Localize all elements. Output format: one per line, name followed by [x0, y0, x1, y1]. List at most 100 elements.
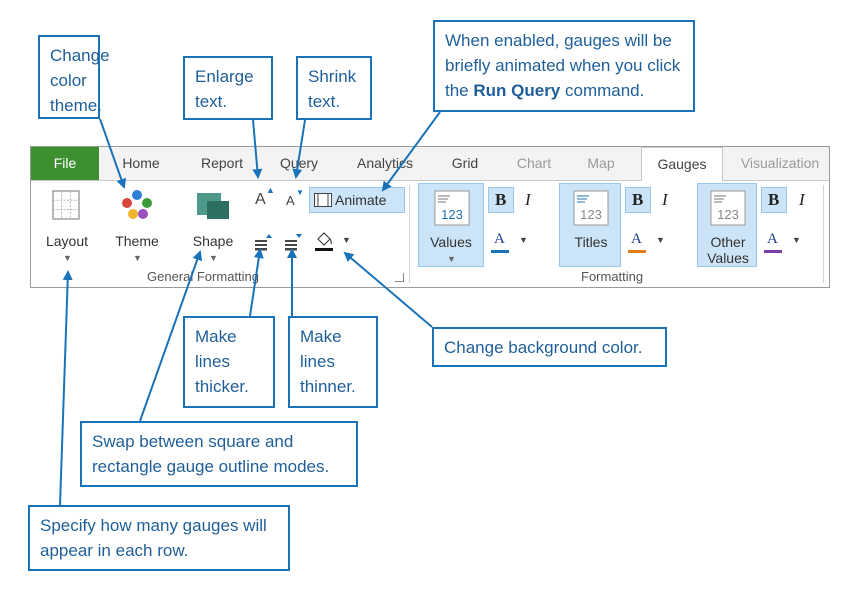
tab-analytics[interactable]: Analytics	[356, 155, 414, 171]
color-theme-icon	[122, 190, 152, 219]
callout-shrink-text: Shrink text.	[296, 56, 372, 120]
callout-change-color-theme: Change color theme.	[38, 35, 110, 119]
other-values-bold-glyph: B	[768, 190, 780, 209]
callout-text: Specify how many gauges will appear in e…	[40, 516, 267, 560]
chevron-down-icon: ▼	[63, 253, 72, 263]
tab-map[interactable]: Map	[587, 155, 615, 171]
number-format-icon: 123	[710, 190, 746, 226]
font-color-icon: A	[494, 231, 505, 247]
arrow-layout	[59, 270, 73, 506]
tab-chart[interactable]: Chart	[516, 155, 552, 171]
line-thinner-icon	[285, 234, 302, 251]
font-color-icon: A	[631, 231, 642, 247]
values-label: Values	[430, 234, 472, 250]
titles-bold-glyph: B	[632, 190, 644, 209]
formatting-group-label: Formatting	[581, 269, 644, 284]
theme-button[interactable]: Theme ▼	[105, 183, 169, 269]
caret-up-icon: ▲	[266, 185, 275, 195]
general-formatting-group-label: General Formatting	[147, 269, 259, 284]
other-values-font-color-button[interactable]: A ▼	[764, 231, 812, 255]
tab-home[interactable]: Home	[122, 155, 160, 171]
callout-animate: When enabled, gauges will be briefly ani…	[433, 20, 695, 112]
values-bold-button[interactable]	[488, 187, 514, 213]
titles-font-color-button[interactable]: A ▼	[628, 231, 676, 255]
icon-number-text: 123	[441, 207, 463, 222]
callout-text: When enabled, gauges will be briefly ani…	[445, 31, 681, 100]
tab-report[interactable]: Report	[200, 155, 244, 171]
paint-bucket-icon	[315, 232, 333, 251]
background-color-button[interactable]: ▼	[313, 229, 355, 255]
titles-italic-button[interactable]: I	[662, 190, 668, 209]
tab-visualization[interactable]: Visualization	[740, 155, 820, 171]
font-color-underline	[628, 250, 646, 253]
layout-grid-icon	[52, 190, 80, 220]
values-bold-glyph: B	[495, 190, 507, 209]
other-values-italic-button[interactable]: I	[799, 190, 805, 209]
callout-text: Enlarge text.	[195, 67, 254, 111]
chevron-down-icon: ▼	[792, 235, 801, 245]
callout-text: Swap between square and rectangle gauge …	[92, 432, 330, 476]
icon-number-text: 123	[580, 207, 602, 222]
chevron-down-icon: ▼	[656, 235, 665, 245]
callout-layout: Specify how many gauges will appear in e…	[28, 505, 290, 571]
enlarge-text-button[interactable]: A ▲	[255, 185, 279, 215]
other-values-label: Other Values	[707, 234, 749, 266]
callout-make-lines-thinner: Make lines thinner.	[288, 316, 378, 408]
callout-bold-text: Run Query	[473, 81, 561, 100]
film-icon	[314, 193, 332, 207]
callout-text: command.	[560, 81, 645, 100]
animate-label: Animate	[335, 192, 387, 208]
number-format-icon: 123	[573, 190, 609, 226]
font-color-underline	[491, 250, 509, 253]
ribbon-body: Layout ▼ Theme ▼ Shape ▼	[31, 181, 829, 287]
font-color-icon: A	[767, 231, 778, 247]
other-values-bold-button[interactable]	[761, 187, 787, 213]
theme-label: Theme	[115, 233, 159, 249]
group-divider	[409, 185, 410, 283]
chevron-down-icon: ▼	[519, 235, 528, 245]
font-color-underline	[764, 250, 782, 253]
shape-label: Shape	[192, 233, 234, 249]
ribbon-tab-bar: File Home Report Query Analytics Grid Ch…	[31, 147, 829, 181]
callout-text: Change color theme.	[50, 46, 110, 115]
layout-label: Layout	[45, 233, 89, 249]
gauge-shape-icon	[197, 193, 229, 219]
values-font-color-button[interactable]: A ▼	[491, 231, 539, 255]
thicker-lines-button[interactable]	[253, 233, 273, 253]
thinner-lines-button[interactable]	[283, 233, 303, 253]
chevron-down-icon: ▼	[209, 253, 218, 263]
titles-button[interactable]: 123 Titles	[559, 183, 621, 267]
callout-text: Shrink text.	[308, 67, 357, 111]
tab-file[interactable]: File	[31, 147, 99, 180]
shrink-text-glyph: A	[286, 193, 295, 208]
tab-query[interactable]: Query	[279, 155, 319, 171]
shape-button[interactable]: Shape ▼	[181, 183, 245, 269]
values-italic-button[interactable]: I	[525, 190, 531, 209]
number-format-icon: 123	[434, 190, 470, 226]
caret-down-icon: ▼	[296, 188, 304, 197]
tab-grid[interactable]: Grid	[451, 155, 479, 171]
line-thicker-icon	[255, 234, 272, 251]
group-divider	[823, 185, 824, 283]
callout-text: Make lines thinner.	[300, 327, 356, 396]
titles-bold-button[interactable]	[625, 187, 651, 213]
values-button[interactable]: 123 Values ▼	[418, 183, 484, 267]
callout-enlarge-text: Enlarge text.	[183, 56, 273, 120]
callout-make-lines-thicker: Make lines thicker.	[183, 316, 275, 408]
callout-text: Change background color.	[444, 338, 643, 357]
titles-label: Titles	[574, 234, 608, 250]
shrink-text-button[interactable]: A ▼	[286, 188, 308, 217]
animate-toggle[interactable]: Animate	[309, 187, 405, 213]
chevron-down-icon: ▼	[133, 253, 142, 263]
other-values-button[interactable]: 123 Other Values	[697, 183, 757, 267]
dialog-launcher-icon[interactable]	[395, 273, 404, 282]
ribbon: File Home Report Query Analytics Grid Ch…	[30, 146, 830, 288]
chevron-down-icon: ▼	[447, 254, 456, 264]
enlarge-text-glyph: A	[255, 191, 266, 208]
callout-text: Make lines thicker.	[195, 327, 249, 396]
icon-number-text: 123	[717, 207, 739, 222]
callout-change-background-color: Change background color.	[432, 327, 667, 367]
layout-button[interactable]: Layout ▼	[35, 183, 99, 269]
tab-gauges[interactable]: Gauges	[641, 147, 723, 181]
